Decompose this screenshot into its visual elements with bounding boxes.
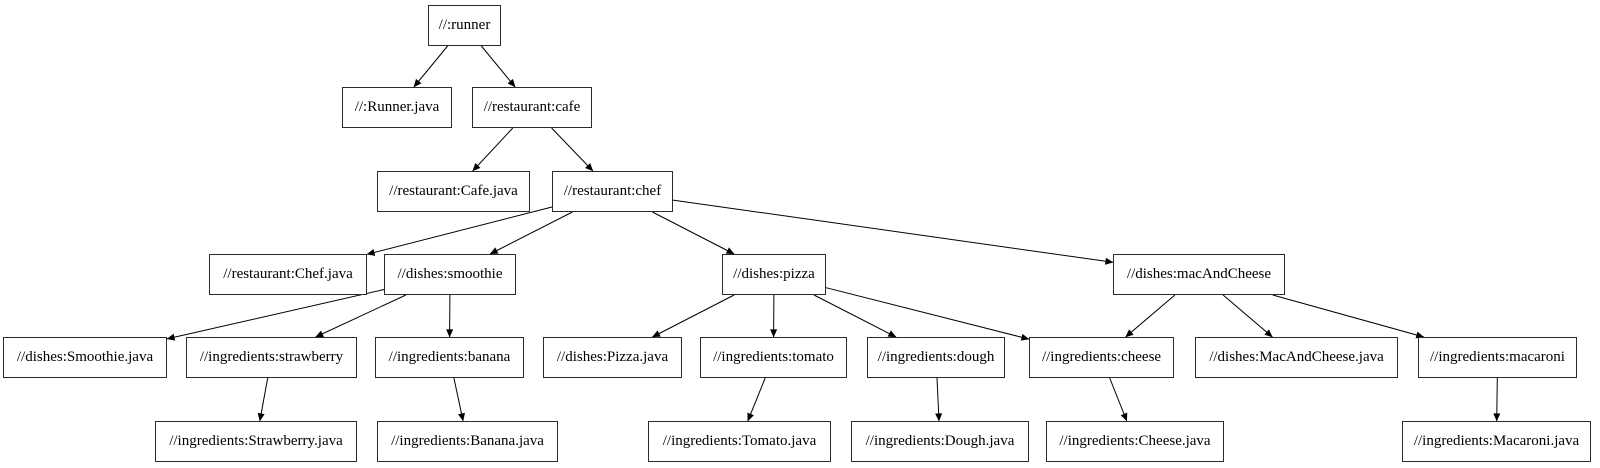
graph-node-label: //dishes:MacAndCheese.java bbox=[1209, 349, 1384, 365]
graph-node-tomato-java: //ingredients:Tomato.java bbox=[648, 421, 831, 462]
graph-edge-cafe-to-cafe-java bbox=[472, 127, 514, 172]
graph-edge-pizza-to-pizza-java bbox=[652, 294, 735, 338]
graph-node-chef-java: //restaurant:Chef.java bbox=[209, 254, 367, 295]
graph-edge-pizza-to-dough bbox=[813, 294, 897, 338]
graph-node-label: //ingredients:strawberry bbox=[199, 349, 344, 365]
graph-node-label: //ingredients:banana bbox=[388, 349, 511, 365]
graph-node-tomato: //ingredients:tomato bbox=[700, 337, 847, 378]
graph-node-label: //ingredients:tomato bbox=[713, 349, 834, 365]
graph-edge-cafe-to-chef bbox=[551, 127, 594, 172]
graph-edge-tomato-to-tomato-java bbox=[747, 377, 766, 422]
graph-edge-pizza-to-cheese bbox=[825, 287, 1030, 341]
graph-edge-chef-to-macandcheese bbox=[672, 199, 1114, 265]
graph-edge-cheese-to-cheese-java bbox=[1109, 377, 1128, 422]
graph-node-pizza: //dishes:pizza bbox=[722, 254, 826, 295]
graph-edge-dough-to-dough-java bbox=[935, 377, 943, 422]
graph-edge-chef-to-pizza bbox=[652, 211, 735, 255]
graph-node-macaroni-java: //ingredients:Macaroni.java bbox=[1402, 421, 1591, 462]
graph-node-label: //ingredients:Macaroni.java bbox=[1413, 433, 1580, 449]
graph-node-label: //ingredients:Strawberry.java bbox=[169, 433, 343, 449]
graph-node-label: //ingredients:Dough.java bbox=[865, 433, 1015, 449]
graph-node-dough: //ingredients:dough bbox=[867, 337, 1005, 378]
graph-edge-smoothie-to-strawberry bbox=[315, 294, 407, 338]
graph-node-label: //restaurant:cafe bbox=[483, 99, 581, 115]
graph-node-runner-java: //:Runner.java bbox=[342, 87, 452, 128]
graph-edge-macandcheese-to-macandcheese-java bbox=[1222, 294, 1273, 338]
graph-node-cheese: //ingredients:cheese bbox=[1029, 337, 1174, 378]
graph-edge-chef-to-smoothie bbox=[489, 211, 573, 255]
graph-node-smoothie-java: //dishes:Smoothie.java bbox=[3, 337, 167, 378]
graph-edge-macandcheese-to-cheese bbox=[1125, 294, 1176, 338]
graph-node-banana: //ingredients:banana bbox=[375, 337, 524, 378]
graph-node-chef: //restaurant:chef bbox=[552, 171, 673, 212]
graph-node-label: //ingredients:Cheese.java bbox=[1059, 433, 1211, 449]
graph-node-label: //ingredients:Banana.java bbox=[391, 433, 544, 449]
graph-node-label: //dishes:macAndCheese bbox=[1126, 266, 1272, 282]
graph-node-macandcheese: //dishes:macAndCheese bbox=[1113, 254, 1285, 295]
graph-edge-chef-to-chef-java bbox=[366, 206, 553, 256]
graph-node-pizza-java: //dishes:Pizza.java bbox=[543, 337, 682, 378]
graph-node-label: //:runner bbox=[438, 17, 491, 33]
graph-edge-strawberry-to-strawberry-java bbox=[257, 377, 269, 422]
graph-edge-banana-to-banana-java bbox=[453, 377, 465, 422]
graph-node-label: //restaurant:Chef.java bbox=[223, 266, 353, 282]
graph-node-label: //ingredients:dough bbox=[877, 349, 995, 365]
graph-node-cheese-java: //ingredients:Cheese.java bbox=[1046, 421, 1224, 462]
graph-node-banana-java: //ingredients:Banana.java bbox=[377, 421, 558, 462]
graph-edge-runner-to-runner-java bbox=[413, 45, 448, 88]
graph-node-label: //dishes:Pizza.java bbox=[556, 349, 669, 365]
graph-edge-runner-to-cafe bbox=[481, 45, 516, 88]
graph-edge-macaroni-to-macaroni-java bbox=[1493, 377, 1501, 422]
graph-node-label: //ingredients:cheese bbox=[1041, 349, 1162, 365]
graph-node-dough-java: //ingredients:Dough.java bbox=[851, 421, 1029, 462]
graph-node-label: //restaurant:Cafe.java bbox=[389, 183, 518, 199]
graph-node-runner: //:runner bbox=[428, 5, 501, 46]
graph-node-cafe: //restaurant:cafe bbox=[472, 87, 592, 128]
graph-edge-smoothie-to-smoothie-java bbox=[166, 289, 385, 341]
graph-node-strawberry-java: //ingredients:Strawberry.java bbox=[155, 421, 357, 462]
graph-node-label: //dishes:Smoothie.java bbox=[16, 349, 154, 365]
graph-node-label: //ingredients:Tomato.java bbox=[662, 433, 817, 449]
graph-node-macaroni: //ingredients:macaroni bbox=[1418, 337, 1577, 378]
graph-node-label: //:Runner.java bbox=[354, 99, 440, 115]
graph-node-macandcheese-java: //dishes:MacAndCheese.java bbox=[1195, 337, 1398, 378]
graph-node-label: //ingredients:macaroni bbox=[1430, 349, 1565, 365]
graph-node-label: //dishes:smoothie bbox=[397, 266, 503, 282]
graph-node-strawberry: //ingredients:strawberry bbox=[186, 337, 357, 378]
graph-edge-macandcheese-to-macaroni bbox=[1272, 294, 1425, 339]
graph-node-cafe-java: //restaurant:Cafe.java bbox=[377, 171, 530, 212]
graph-node-label: //restaurant:chef bbox=[563, 183, 662, 199]
graph-node-label: //dishes:pizza bbox=[733, 266, 815, 282]
graph-node-smoothie: //dishes:smoothie bbox=[384, 254, 516, 295]
